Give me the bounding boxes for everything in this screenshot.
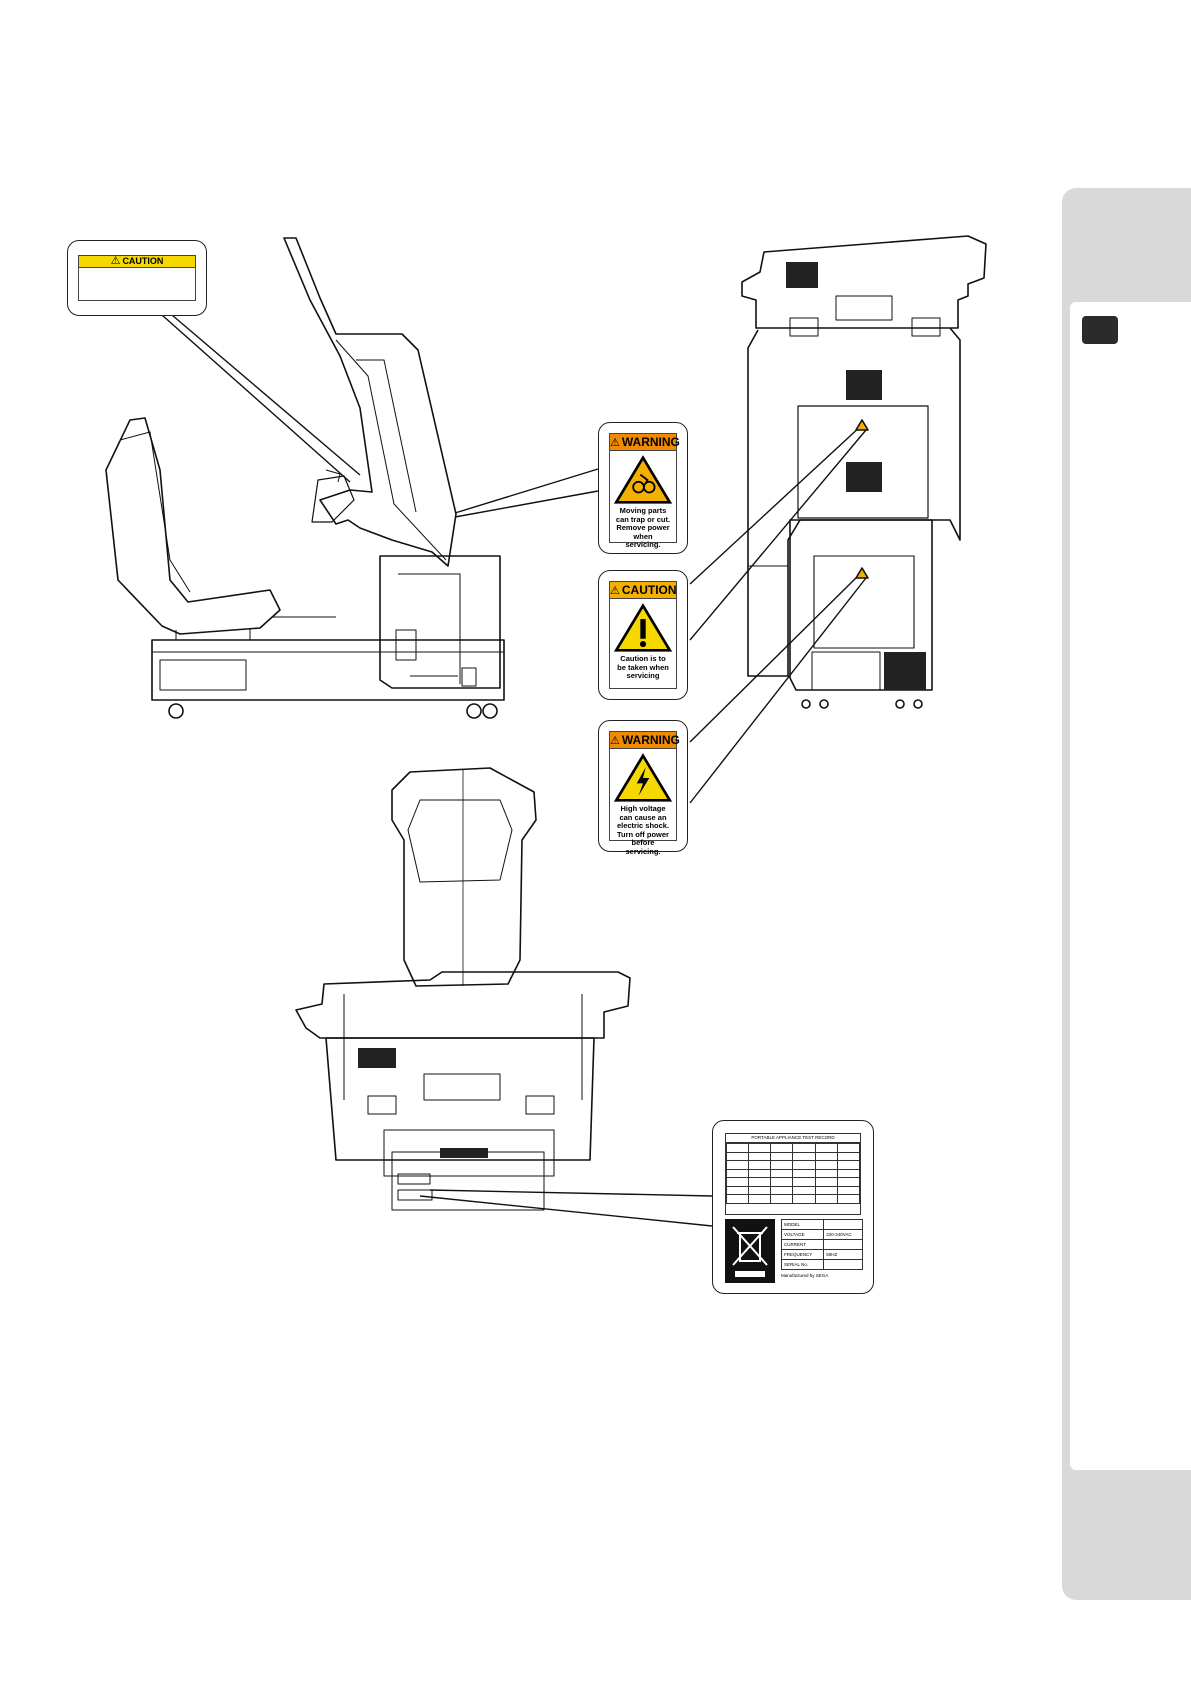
- rating-row-label: VOLTAGE: [780, 1229, 825, 1240]
- warning-header-text: WARNING: [621, 733, 680, 747]
- rating-row-value: 220-240VAC: [823, 1229, 863, 1240]
- warning-moving-parts-text: Moving parts can trap or cut. Remove pow…: [615, 506, 671, 550]
- warning-moving-parts-callout: ⚠WARNING Moving parts can trap or cut. R…: [598, 422, 688, 554]
- rating-row-label: FREQUENCY: [780, 1249, 825, 1260]
- side-view-drawing: [105, 237, 505, 719]
- rear-view-drawing: [741, 235, 987, 709]
- warning-high-voltage-callout: ⚠WARNING High voltage can cause an elect…: [598, 720, 688, 856]
- rating-row-label: SERIAL No.: [780, 1259, 825, 1270]
- rating-row-value: [823, 1219, 863, 1230]
- warning-triangle-icon: ⚠: [110, 255, 121, 267]
- caution-servicing-callout: ⚠CAUTION Caution is to be taken when ser…: [598, 570, 688, 700]
- chapter-marker[interactable]: [1082, 316, 1118, 344]
- exclamation-icon: [613, 603, 673, 652]
- rating-row-label: MODEL: [780, 1219, 825, 1230]
- test-record-title: PORTABLE APPLIANCE TEST RECORD: [726, 1134, 860, 1143]
- caution-header-text: CAUTION: [621, 583, 677, 597]
- rating-row-value: 50HZ: [823, 1249, 863, 1260]
- manufacturer-text: Manufactured by SEGA: [781, 1273, 829, 1278]
- warning-header-text: WARNING: [621, 435, 680, 449]
- warning-high-voltage-text: High voltage can cause an electric shock…: [616, 804, 670, 856]
- warning-triangle-icon: ⚠: [610, 585, 620, 597]
- rating-row-value: [823, 1239, 863, 1250]
- warning-triangle-icon: ⚠: [610, 437, 620, 449]
- leader-lines: [161, 314, 867, 1227]
- rating-row-label: CURRENT: [780, 1239, 825, 1250]
- caution-servicing-text: Caution is to be taken when servicing: [617, 654, 669, 681]
- warning-triangle-icon: ⚠: [610, 735, 620, 747]
- test-record-grid: [725, 1143, 861, 1204]
- caution-label-top-callout: ⚠CAUTION: [67, 240, 207, 316]
- rating-row-value: [823, 1259, 863, 1270]
- pinch-hazard-icon: [610, 455, 676, 505]
- caution-header-text: CAUTION: [122, 256, 164, 266]
- weee-bin-icon: [725, 1219, 775, 1283]
- chapter-side-tab-inner: [1070, 302, 1191, 1470]
- rating-plate-callout: PORTABLE APPLIANCE TEST RECORD MODEL VOL…: [712, 1120, 874, 1294]
- high-voltage-icon: [613, 753, 673, 802]
- front-view-drawing: [295, 767, 631, 1211]
